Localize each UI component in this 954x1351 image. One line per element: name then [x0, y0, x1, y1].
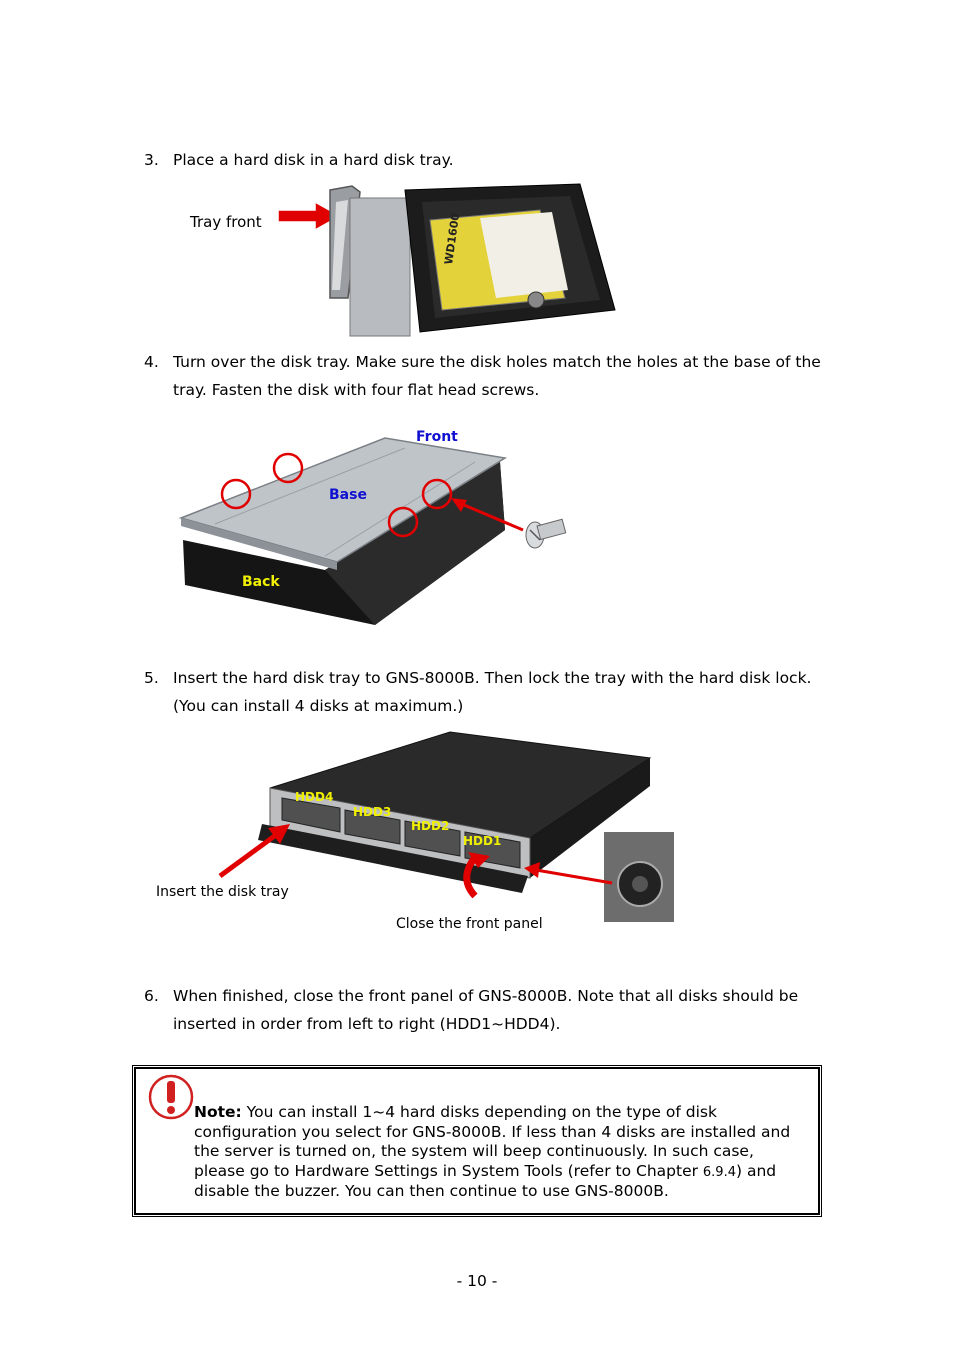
screw-hole-marker [220, 478, 252, 510]
server-photo: HDD4 HDD3 HDD2 HDD1 [218, 731, 674, 922]
hdd2-label: HDD2 [411, 819, 449, 833]
note-body: You can install 1~4 hard disks depending… [194, 1103, 791, 1180]
note-box: Note: You can install 1~4 hard disks dep… [134, 1067, 820, 1215]
step-6: 6. When finished, close the front panel … [144, 982, 824, 1038]
hdd4-label: HDD4 [295, 790, 333, 804]
note-chapter: 6.9.4 [702, 1164, 736, 1180]
screw-hole-marker [272, 452, 304, 484]
screw-hole-marker [387, 506, 419, 538]
hdd3-label: HDD3 [353, 805, 391, 819]
note-tail: ) and disable the buzzer. You can then c… [194, 1161, 777, 1201]
figure-tray-base: Front Base Back [175, 420, 575, 635]
arrow-icon [524, 862, 540, 878]
tray-base-photo: Front Base Back [178, 429, 567, 625]
step-3: 3. Place a hard disk in a hard disk tray… [144, 146, 824, 174]
step-text: Place a hard disk in a hard disk tray. [173, 151, 454, 169]
step-4: 4. Turn over the disk tray. Make sure th… [144, 348, 824, 404]
step-text: When finished, close the front panel of … [173, 987, 799, 1033]
front-label: Front [416, 429, 458, 445]
step-text: Insert the hard disk tray to GNS-8000B. … [173, 669, 812, 715]
disk-tray-photo: WD1600 [277, 183, 616, 337]
arrow-icon [451, 498, 467, 512]
arrow-icon [277, 200, 342, 232]
warning-exclamation-icon [148, 1074, 194, 1120]
close-caption: Close the front panel [396, 916, 543, 932]
note-text: Note: You can install 1~4 hard disks dep… [194, 1103, 804, 1202]
back-label: Back [242, 574, 280, 590]
page-number: - 10 - [456, 1272, 498, 1290]
step-text: Turn over the disk tray. Make sure the d… [173, 353, 821, 399]
step-5: 5. Insert the hard disk tray to GNS-8000… [144, 664, 824, 720]
step-number: 6. [144, 987, 159, 1005]
insert-caption: Insert the disk tray [156, 884, 289, 900]
flat-head-screw-icon [525, 518, 567, 549]
step-number: 4. [144, 353, 159, 371]
arrow-icon [268, 824, 290, 844]
figure-disk-tray: Tray front WD1600 [180, 180, 630, 340]
note-title: Note: [194, 1103, 242, 1121]
step-number: 3. [144, 151, 159, 169]
screw-hole-marker [421, 478, 453, 510]
figure-server-install: HDD4 HDD3 HDD2 HDD1 Insert the disk tray… [150, 728, 680, 943]
base-label: Base [329, 487, 367, 503]
tray-front-label: Tray front [190, 213, 262, 231]
hdd1-label: HDD1 [463, 834, 501, 848]
step-number: 5. [144, 669, 159, 687]
